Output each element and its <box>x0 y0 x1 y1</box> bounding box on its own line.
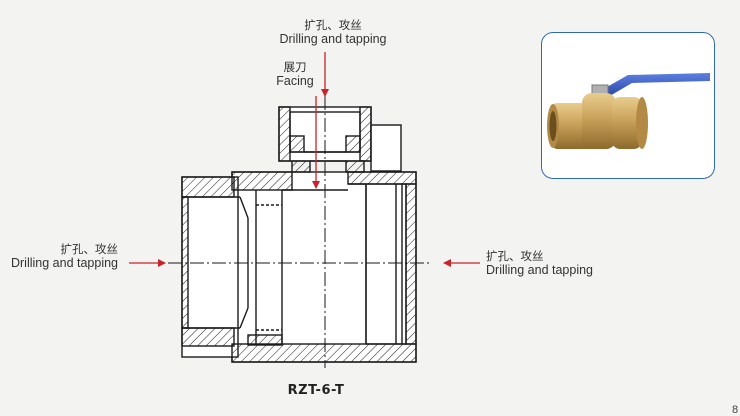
facing-label-en: Facing <box>276 74 314 88</box>
top-drilling-label-zh: 扩孔、攻丝 <box>304 18 362 32</box>
ball-valve-illustration <box>547 73 710 149</box>
facing-label: 展刀 Facing <box>276 60 314 88</box>
valve-handle <box>600 73 710 97</box>
valve-body-outline <box>181 106 417 363</box>
model-code: RZT-6-T <box>287 383 345 398</box>
facing-label-zh: 展刀 <box>283 60 307 74</box>
left-drilling-label-zh: 扩孔、攻丝 <box>60 242 119 256</box>
right-drilling-label-en: Drilling and tapping <box>486 263 594 277</box>
right-drilling-label-zh: 扩孔、攻丝 <box>486 249 544 263</box>
center-lines <box>168 96 432 368</box>
top-drilling-label-en: Drilling and tapping <box>279 32 387 46</box>
ball-valve-photo <box>541 32 715 179</box>
page-number: 8 <box>732 404 739 416</box>
top-drilling-label: 扩孔、攻丝 Drilling and tapping <box>279 18 386 46</box>
left-drilling-label: 扩孔、攻丝 Drilling and tapping <box>0 242 118 270</box>
left-drilling-label-en: Drilling and tapping <box>10 256 118 270</box>
machining-arrows <box>129 52 480 267</box>
right-drilling-label: 扩孔、攻丝 Drilling and tapping <box>486 249 593 277</box>
